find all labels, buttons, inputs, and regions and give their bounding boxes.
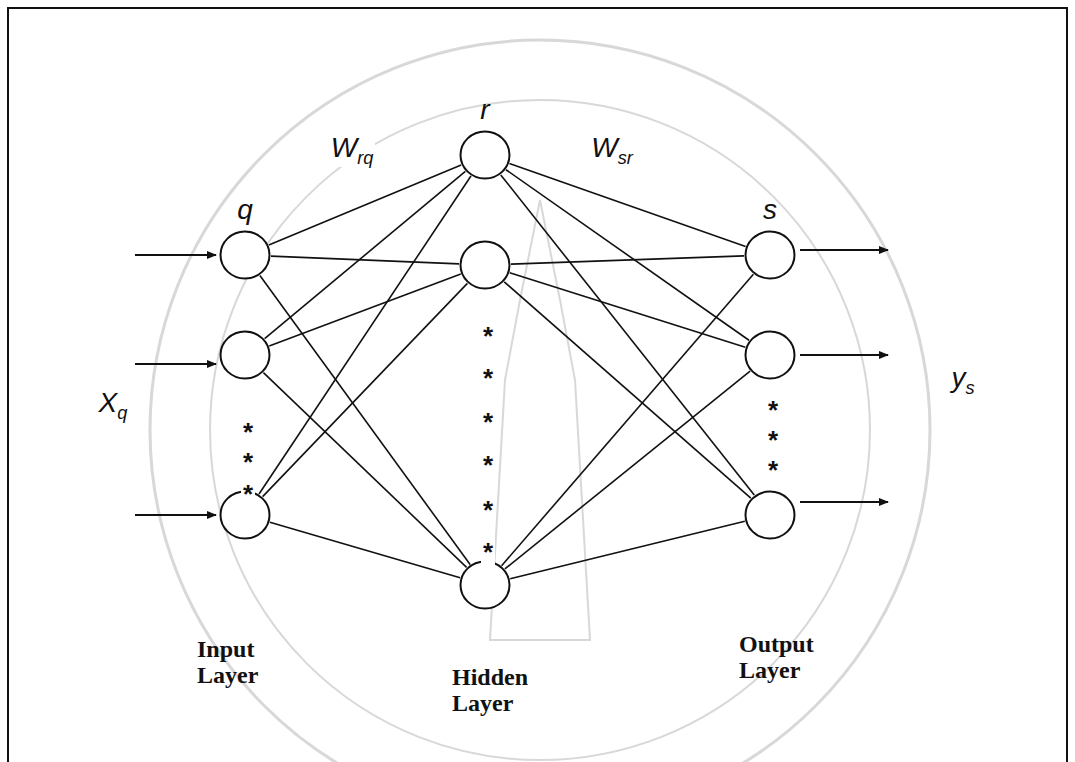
- ellipsis-mark: *: [241, 448, 255, 477]
- weight-connection: [271, 256, 459, 264]
- signal-label: Xq: [97, 388, 130, 423]
- ellipsis-mark: *: [241, 418, 255, 447]
- weight-connection: [510, 273, 746, 347]
- ellipsis-mark: *: [766, 396, 780, 425]
- weight-connection: [504, 282, 751, 498]
- weight-connection: [270, 522, 460, 577]
- weight-connection: [259, 176, 471, 494]
- neuron-circle: [459, 560, 511, 610]
- subscript: s: [965, 377, 974, 397]
- output-arrows: [800, 250, 888, 502]
- node-index-label: r: [480, 94, 489, 126]
- circle-outline: [219, 230, 271, 280]
- neuron-circle: [744, 330, 796, 380]
- weight-connection: [263, 283, 468, 496]
- subscript: rq: [357, 147, 373, 167]
- neuron-circle: r: [459, 130, 511, 180]
- ellipsis-mark: *: [481, 364, 495, 393]
- weight-label: Wrq: [329, 133, 376, 168]
- ellipsis-mark: *: [481, 408, 495, 437]
- node-index-label: q: [237, 194, 253, 226]
- neuron-circle: [744, 490, 796, 540]
- circle-outline: [459, 240, 511, 290]
- weight-connection: [263, 373, 466, 568]
- circle-outline: [459, 130, 511, 180]
- neuron-circle: q: [219, 230, 271, 280]
- layer-label: Hidden Layer: [450, 664, 549, 717]
- ellipsis-mark: *: [766, 426, 780, 455]
- ellipsis-mark: *: [481, 538, 495, 567]
- circle-outline: [744, 230, 796, 280]
- neuron-circle: [219, 330, 271, 380]
- weight-connection: [501, 175, 755, 495]
- subscript: q: [117, 402, 127, 422]
- weight-connection: [510, 521, 745, 579]
- ellipsis-mark: *: [241, 480, 255, 509]
- layer-label: Input Layer: [195, 636, 294, 689]
- ellipsis-mark: *: [481, 451, 495, 480]
- layer-label: Output Layer: [737, 631, 836, 684]
- weight-connection: [502, 274, 754, 566]
- weight-connection: [505, 371, 750, 569]
- circle-outline: [459, 560, 511, 610]
- weight-connection: [260, 275, 470, 564]
- input-arrows: [135, 255, 216, 515]
- node-index-label: s: [763, 194, 777, 226]
- neuron-circle: [459, 240, 511, 290]
- frame: [8, 8, 1067, 762]
- ellipsis-mark: *: [481, 496, 495, 525]
- subscript: sr: [618, 147, 633, 167]
- weight-connection: [509, 164, 745, 247]
- weight-connection: [511, 256, 744, 264]
- ellipsis-mark: *: [766, 456, 780, 485]
- ellipsis-mark: *: [481, 322, 495, 351]
- circle-outline: [744, 490, 796, 540]
- neuron-circle: s: [744, 230, 796, 280]
- circle-outline: [219, 330, 271, 380]
- watermark-emblem: [150, 40, 930, 762]
- weight-connection: [265, 171, 466, 338]
- circle-outline: [744, 330, 796, 380]
- weight-label: Wsr: [589, 133, 635, 168]
- signal-label: ys: [949, 363, 976, 398]
